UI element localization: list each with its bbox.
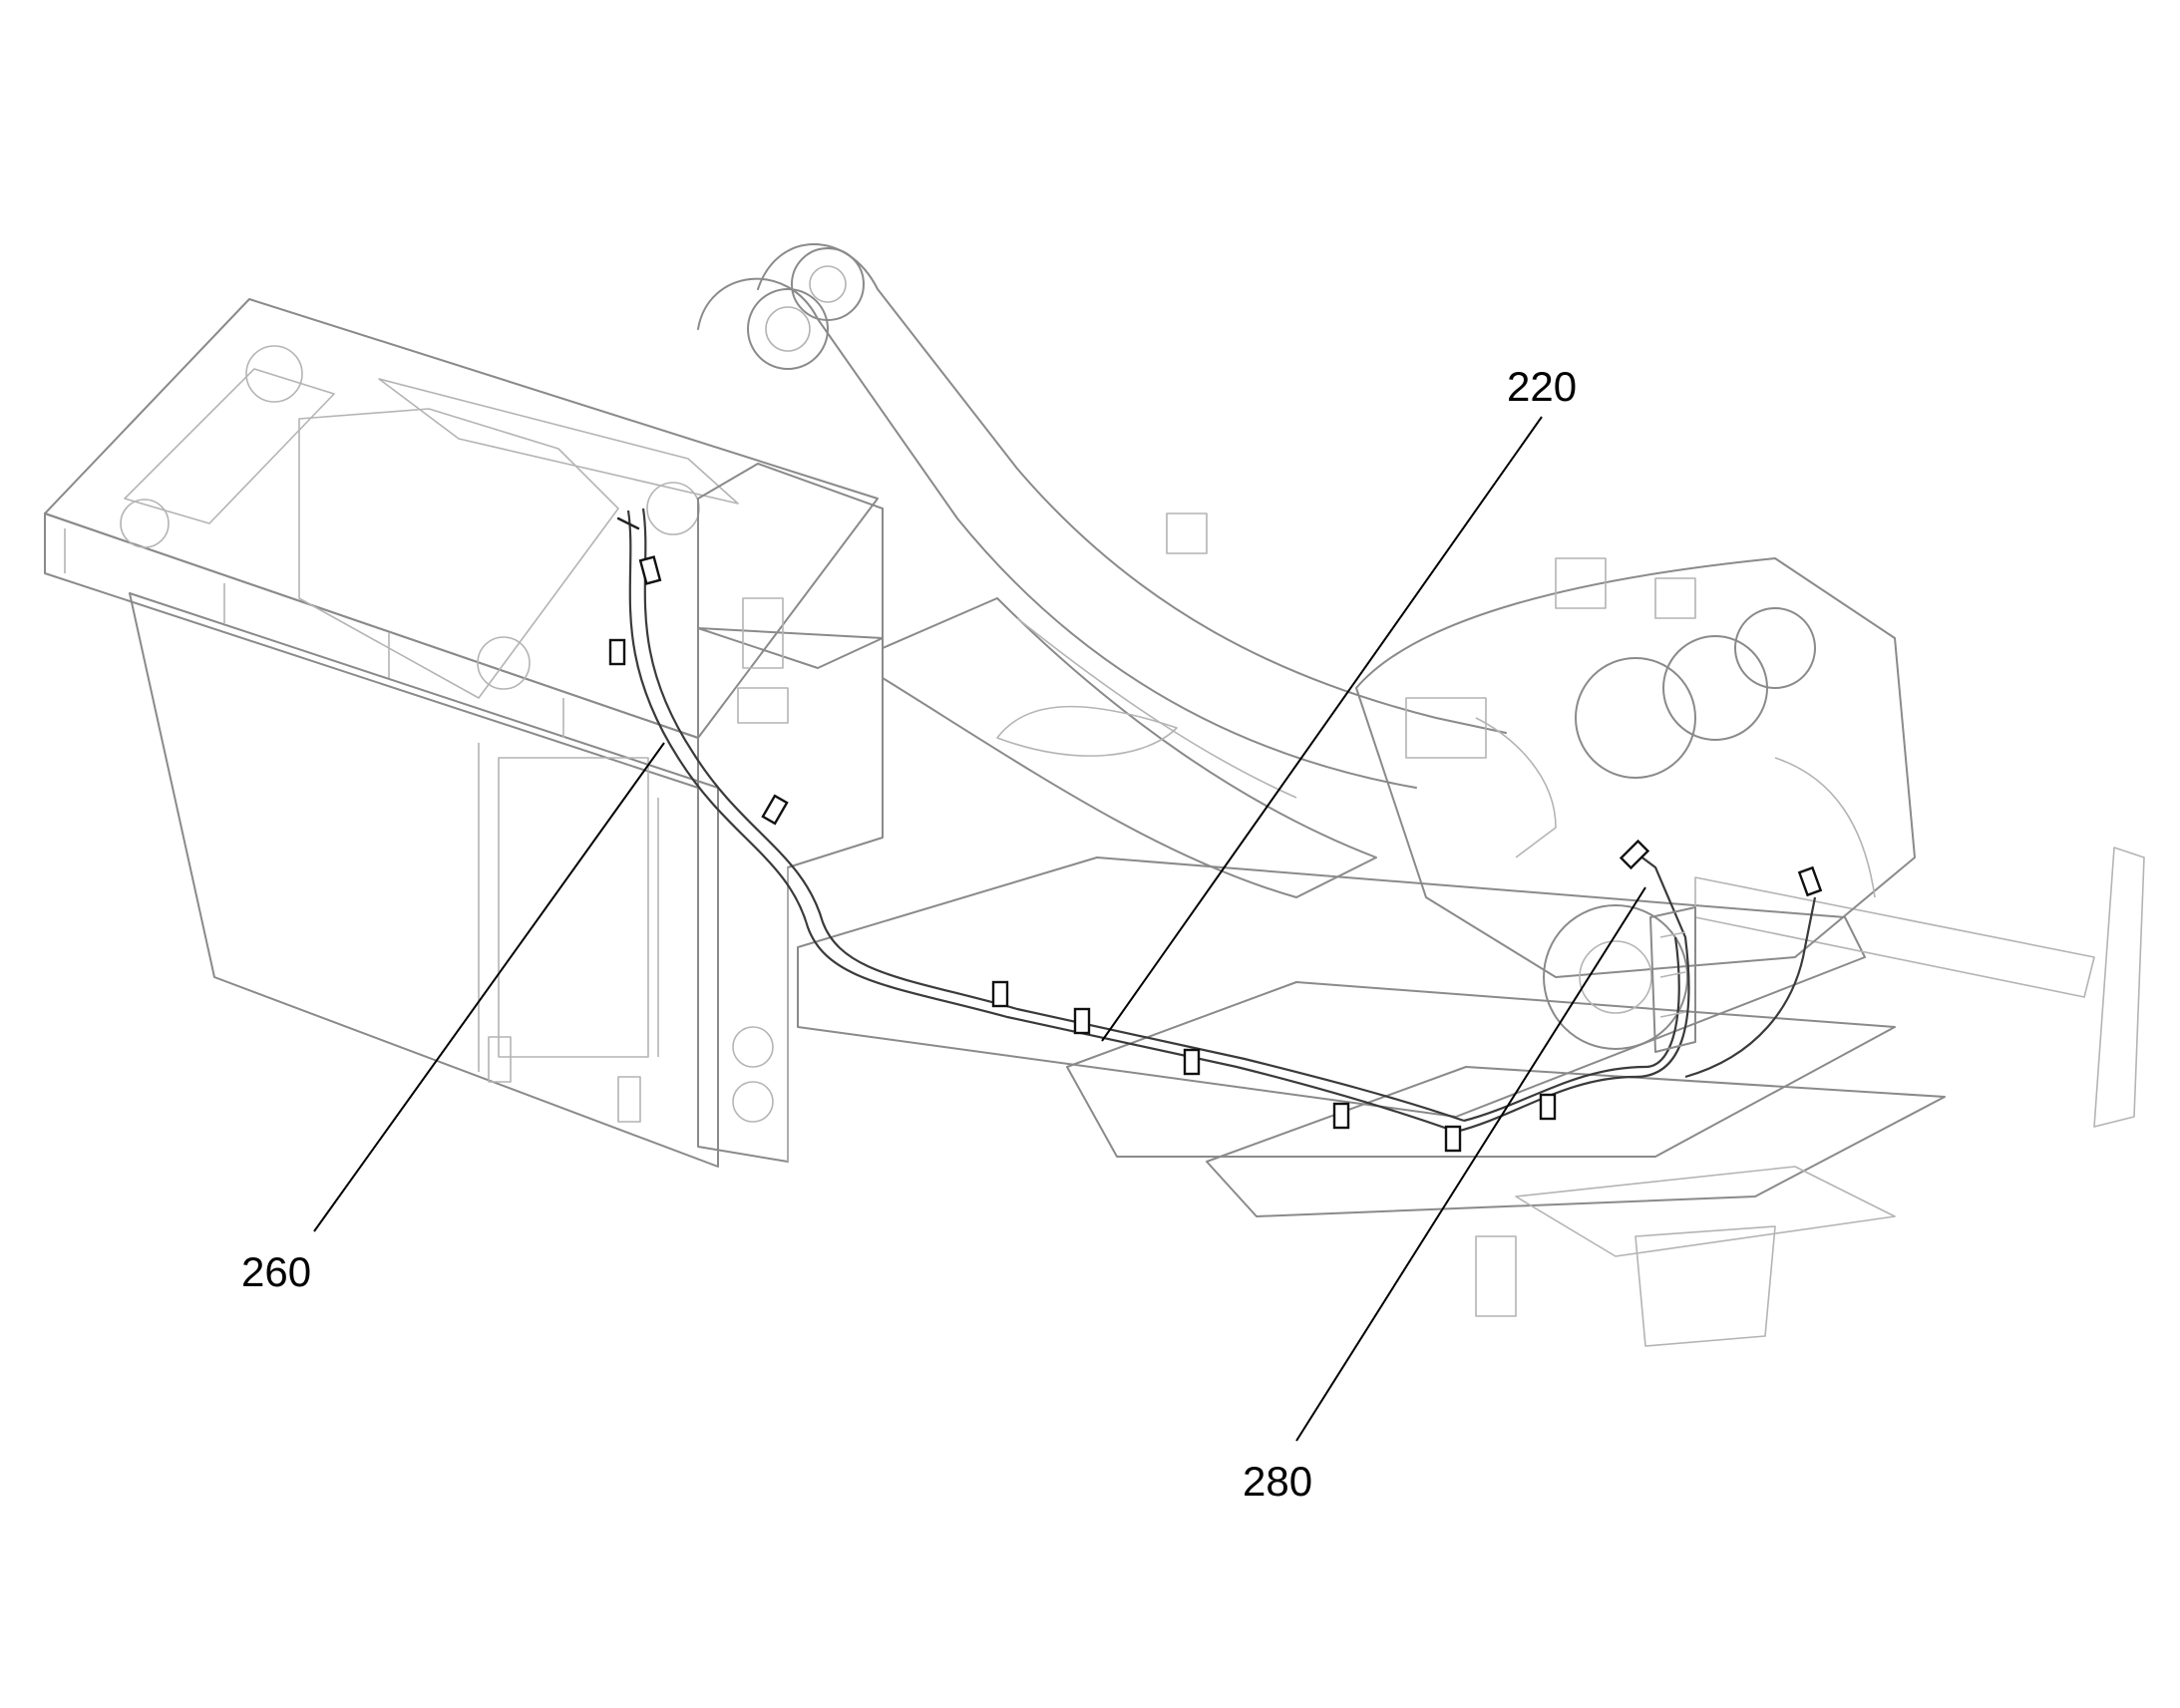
hose-clamp xyxy=(991,980,1009,1008)
hose-clamp xyxy=(1444,1125,1462,1153)
hose-clamp xyxy=(638,555,662,585)
hose-clamp xyxy=(1619,839,1650,870)
reference-label-220: 220 xyxy=(1507,363,1577,410)
hose-bundle xyxy=(608,508,1823,1153)
hose-clamp xyxy=(1332,1102,1350,1130)
rear-cab-frame xyxy=(44,298,879,1168)
reference-callouts: 220 260 280 xyxy=(241,363,1646,1505)
main-boom-frame xyxy=(697,243,1507,898)
leader-line-260 xyxy=(313,742,665,1232)
hose-clamp xyxy=(1797,865,1823,897)
engine-assembly xyxy=(1355,557,1916,1050)
hose-clamp xyxy=(761,794,789,826)
hose-clamp xyxy=(1539,1093,1557,1121)
reference-label-260: 260 xyxy=(241,1248,311,1295)
leader-line-280 xyxy=(1295,886,1646,1442)
hose-clamp xyxy=(1183,1048,1201,1076)
central-upright-housing xyxy=(697,463,884,1163)
leader-line-220 xyxy=(1101,416,1543,1042)
valve-bracket xyxy=(1649,906,1696,1053)
lower-chassis-rails xyxy=(797,847,2145,1347)
hose-clamp xyxy=(1073,1007,1091,1035)
reference-label-280: 280 xyxy=(1243,1458,1312,1505)
hose-clamp xyxy=(608,638,626,666)
